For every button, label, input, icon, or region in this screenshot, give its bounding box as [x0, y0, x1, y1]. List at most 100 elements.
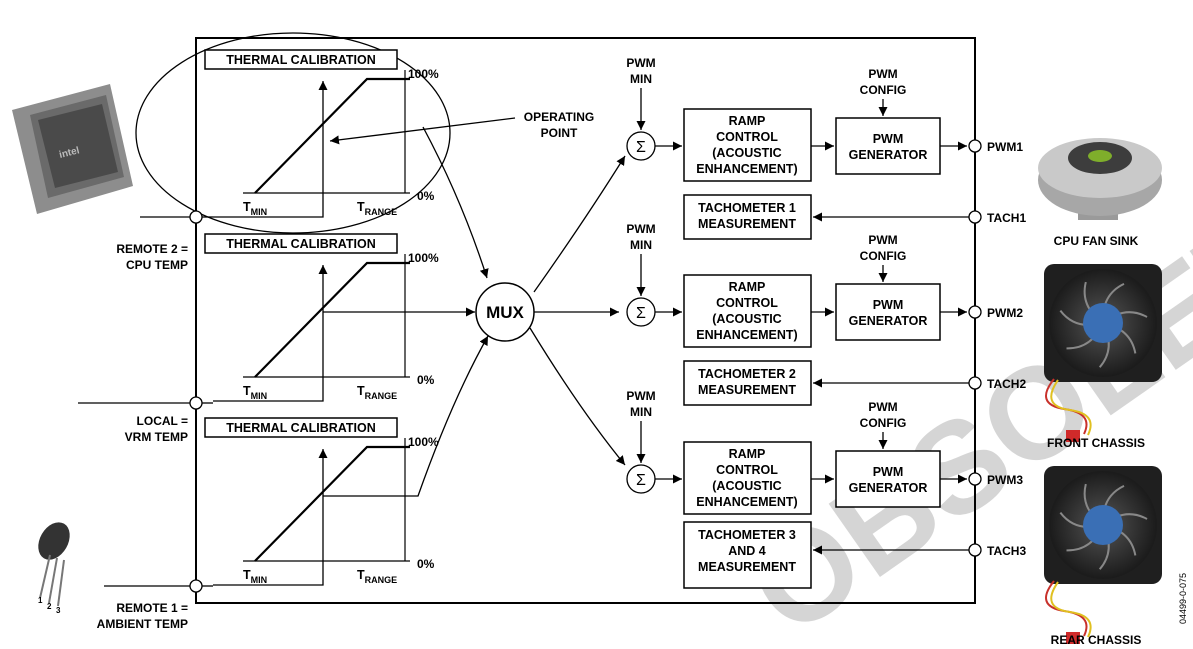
pwm-min-label: 0% [417, 189, 435, 203]
calibration-curve [255, 263, 410, 377]
pwm-max-label: 100% [408, 67, 439, 81]
pwm-min-label: PWM [626, 222, 655, 236]
pin-local[interactable] [190, 397, 202, 409]
local-label-line2: VRM TEMP [125, 430, 188, 444]
remote2-label-line1: REMOTE 2 = [116, 242, 188, 256]
tachometer-label: TACHOMETER 3 [698, 528, 796, 542]
tachometer-label: MEASUREMENT [698, 383, 796, 397]
thermal-calibration-title: THERMAL CALIBRATION [226, 421, 376, 435]
ramp-control-label: RAMP [729, 447, 766, 461]
ramp-control-label: RAMP [729, 114, 766, 128]
tachometer-label: MEASUREMENT [698, 560, 796, 574]
temperature-input-line [213, 449, 323, 585]
pwm-config-label: PWM [868, 233, 897, 247]
pin-remote1[interactable] [190, 580, 202, 592]
t-min-label: TMIN [243, 200, 267, 217]
t-range-label: TRANGE [357, 568, 397, 585]
cpu-fan-sink-image [1038, 138, 1162, 220]
ramp-control-label: (ACOUSTIC [712, 479, 781, 493]
pwm-generator-label: PWM [873, 298, 904, 312]
pwm-generator-box [836, 118, 940, 174]
pwm-generator-label: GENERATOR [849, 314, 928, 328]
remote1-label-line2: AMBIENT TEMP [97, 617, 188, 631]
pwm-config-label: CONFIG [860, 249, 907, 263]
t-min-label: TMIN [243, 568, 267, 585]
calibration-curve [255, 79, 410, 193]
calibration-curve [255, 447, 410, 561]
ramp-control-label: RAMP [729, 280, 766, 294]
ramp-control-label: ENHANCEMENT) [696, 495, 797, 509]
pwm-config-label: CONFIG [860, 83, 907, 97]
pwm-min-label: MIN [630, 72, 652, 86]
pwm-output-pin-2[interactable] [969, 306, 981, 318]
remote1-label-line1: REMOTE 1 = [116, 601, 188, 615]
pwm-max-label: 100% [408, 435, 439, 449]
pwm-generator-label: PWM [873, 132, 904, 146]
pwm-output-label-3: PWM3 [987, 473, 1023, 487]
pwm-min-label: PWM [626, 389, 655, 403]
svg-text:1: 1 [38, 596, 43, 605]
pwm-generator-label: GENERATOR [849, 148, 928, 162]
t-range-label: TRANGE [357, 384, 397, 401]
pwm-config-label: CONFIG [860, 416, 907, 430]
mux-label: MUX [486, 303, 524, 322]
thermal-calibration-panel-1: THERMAL CALIBRATION 100% 0% TMIN TRANGE [205, 50, 439, 217]
input-remote1: REMOTE 1 = AMBIENT TEMP [97, 580, 202, 631]
thermistor-image: 1 2 3 [32, 517, 76, 615]
pwm-generator-label: GENERATOR [849, 481, 928, 495]
remote2-label-line2: CPU TEMP [126, 258, 188, 272]
pwm-generator-box [836, 451, 940, 507]
temperature-input-line [213, 265, 323, 401]
pwm-output-pin-3[interactable] [969, 473, 981, 485]
device-label-rear-chassis: REAR CHASSIS [1051, 633, 1142, 647]
ramp-control-label: (ACOUSTIC [712, 312, 781, 326]
ramp-control-label: CONTROL [716, 463, 778, 477]
svg-text:3: 3 [56, 606, 61, 615]
thermal-calibration-title: THERMAL CALIBRATION [226, 237, 376, 251]
pwm-output-label-2: PWM2 [987, 306, 1023, 320]
pwm-output-pin-1[interactable] [969, 140, 981, 152]
t-range-label: TRANGE [357, 200, 397, 217]
pwm-min-label: PWM [626, 56, 655, 70]
operating-point-line2: POINT [541, 126, 578, 140]
pwm-min-label: 0% [417, 373, 435, 387]
device-label-front-chassis: FRONT CHASSIS [1047, 436, 1145, 450]
local-label-line1: LOCAL = [137, 414, 188, 428]
operating-point-line1: OPERATING [524, 110, 594, 124]
t-min-label: TMIN [243, 384, 267, 401]
input-remote2: REMOTE 2 = CPU TEMP [116, 211, 202, 272]
pwm-generator-label: PWM [873, 465, 904, 479]
svg-text:2: 2 [47, 602, 52, 611]
pwm-config-label: PWM [868, 400, 897, 414]
cpu-chip-image: intel [12, 84, 133, 214]
ramp-control-label: ENHANCEMENT) [696, 328, 797, 342]
tachometer-label: TACHOMETER 1 [698, 201, 796, 215]
ramp-control-label: (ACOUSTIC [712, 146, 781, 160]
sigma-symbol: Σ [636, 305, 646, 322]
thermal-calibration-title: THERMAL CALIBRATION [226, 53, 376, 67]
tachometer-label: MEASUREMENT [698, 217, 796, 231]
pwm-generator-box [836, 284, 940, 340]
pwm-min-label: 0% [417, 557, 435, 571]
thermal-calibration-panel-2: THERMAL CALIBRATION 100% 0% TMIN TRANGE [205, 234, 439, 401]
tach-input-pin-1[interactable] [969, 211, 981, 223]
tachometer-label: TACHOMETER 2 [698, 367, 796, 381]
input-local: LOCAL = VRM TEMP [78, 397, 202, 444]
pwm-min-label: MIN [630, 405, 652, 419]
figure-id: 04499-0-075 [1178, 573, 1188, 624]
pwm-config-label: PWM [868, 67, 897, 81]
tach-input-pin-2[interactable] [969, 377, 981, 389]
pin-remote2[interactable] [190, 211, 202, 223]
tach-input-pin-3[interactable] [969, 544, 981, 556]
ramp-control-label: CONTROL [716, 296, 778, 310]
tach-input-label-3: TACH3 [987, 544, 1026, 558]
pwm-min-label: MIN [630, 238, 652, 252]
ramp-control-label: CONTROL [716, 130, 778, 144]
sigma-symbol: Σ [636, 139, 646, 156]
pwm-channel-1: PWMMINΣRAMPCONTROL(ACOUSTICENHANCEMENT)P… [626, 56, 1026, 239]
sigma-symbol: Σ [636, 472, 646, 489]
pwm-output-label-1: PWM1 [987, 140, 1023, 154]
tach-input-label-2: TACH2 [987, 377, 1026, 391]
pwm-max-label: 100% [408, 251, 439, 265]
